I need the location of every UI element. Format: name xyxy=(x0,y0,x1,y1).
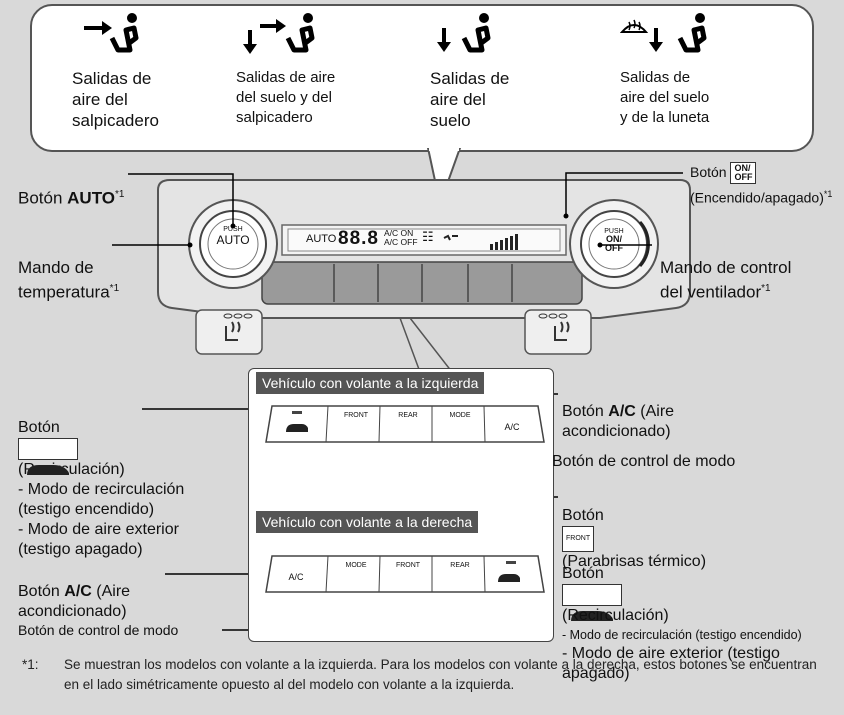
display-mode-icon: ☷ xyxy=(422,229,434,244)
recirculation-callout-left: Botón (Recirculación) - Modo de recircul… xyxy=(18,398,184,580)
ac-callout-left: Botón A/C (Aire acondicionado) xyxy=(18,562,130,622)
left-seat-heater-button[interactable] xyxy=(195,309,263,355)
ac-right-prefix: Botón xyxy=(562,403,609,420)
mode-control-callout-right: Botón de control de modo xyxy=(552,453,736,470)
recirculation-icon xyxy=(18,438,78,475)
mode-dashboard-label: Salidas de aire del salpicadero xyxy=(72,69,159,130)
ac-right-rest: (Aire acondicionado) xyxy=(562,403,675,440)
onoff-callout-suffix: (Encendido/apagado) xyxy=(690,189,824,206)
ac-callout-right: Botón A/C (Aire acondicionado) xyxy=(562,382,674,442)
recirculation-callout-right: Botón (Recirculación) - Modo de recircul… xyxy=(562,544,844,684)
auto-button-face: AUTO xyxy=(216,233,250,247)
temperature-knob[interactable]: PUSH AUTO xyxy=(210,226,256,247)
display-ac-status: A/C ON A/C OFF xyxy=(384,229,418,247)
auto-callout-sup: *1 xyxy=(115,189,125,200)
rhd-rear-defrost-button[interactable]: REAR xyxy=(450,562,470,569)
mode-floor: Salidas de aire del suelo xyxy=(430,8,610,131)
ac-left-prefix: Botón xyxy=(18,583,65,600)
knob-push-text: PUSH xyxy=(223,226,243,233)
temp-callout-sup: *1 xyxy=(109,283,120,294)
auto-callout-prefix: Botón xyxy=(18,188,68,208)
recirc-callout-desc: (Recirculación) - Modo de recirculación … xyxy=(18,461,185,558)
ac-left-rest: (Aire acondicionado) xyxy=(18,583,131,620)
mode-dashboard: Salidas de aire del salpicadero xyxy=(72,8,252,131)
onoff-callout-sup: *1 xyxy=(823,189,833,200)
onoff-icon: ON/ OFF xyxy=(730,162,757,185)
recirc-callout-prefix: Botón xyxy=(18,419,60,436)
recirc2-line1: - Modo de recirculación (testigo encendi… xyxy=(562,628,802,642)
knob-push-text-right: PUSH xyxy=(604,228,624,235)
front-callout-suffix: (Parabrisas térmico) xyxy=(562,553,707,570)
floor-defrost-vents-icon xyxy=(619,13,707,53)
right-seat-heater-button[interactable] xyxy=(524,309,592,355)
mode-floor-dashboard: Salidas de aire del suelo y del salpicad… xyxy=(236,8,416,128)
mode-floor-dashboard-label: Salidas de aire del suelo y del salpicad… xyxy=(236,69,336,126)
climate-control-unit xyxy=(157,179,691,355)
fan-knob-callout: Mando de control del ventilador*1 xyxy=(660,236,791,303)
display-ac-off: A/C OFF xyxy=(384,237,418,247)
bubble-pointer xyxy=(426,148,462,206)
lhd-ac-button[interactable]: A/C xyxy=(504,422,520,432)
temperature-knob-callout: Mando de temperatura*1 xyxy=(18,236,119,303)
footnote-marker: *1: xyxy=(22,657,39,672)
front-defrost-icon: FRONT xyxy=(562,526,595,552)
floor-vents-icon xyxy=(437,13,491,53)
dashboard-vents-icon xyxy=(84,13,139,53)
lhd-rear-defrost-button[interactable]: REAR xyxy=(398,412,418,419)
lhd-tag: Vehículo con volante a la izquierda xyxy=(256,372,485,394)
display-ac-on: A/C ON xyxy=(384,228,414,238)
onoff-button-face: ON/ OFF xyxy=(605,234,623,253)
fan-callout-text: Mando de control del ventilador xyxy=(660,258,792,302)
rhd-tag: Vehículo con volante a la derecha xyxy=(256,511,479,533)
front-callout-prefix: Botón xyxy=(562,507,604,524)
rhd-mode-button[interactable]: MODE xyxy=(345,562,367,569)
rhd-ac-button[interactable]: A/C xyxy=(288,572,304,582)
mode-control-callout-left: Botón de control de modo xyxy=(18,622,179,638)
onoff-callout-prefix: Botón xyxy=(690,164,731,180)
fan-control-knob[interactable]: PUSH ON/ OFF xyxy=(590,228,638,253)
floor-dashboard-vents-icon xyxy=(243,13,315,54)
mode-floor-defrost-label: Salidas de aire del suelo y de la luneta xyxy=(620,69,710,126)
lhd-button-strip xyxy=(265,405,545,443)
mode-floor-label: Salidas de aire del suelo xyxy=(430,69,510,130)
ac-right-bold: A/C xyxy=(608,403,636,420)
lhd-front-defrost-button[interactable]: FRONT xyxy=(343,412,369,419)
mode-floor-defrost: Salidas de aire del suelo y de la luneta xyxy=(619,8,800,128)
recirculation-icon-2 xyxy=(562,584,622,621)
ac-left-bold: A/C xyxy=(64,583,92,600)
fan-callout-sup: *1 xyxy=(761,283,771,294)
recirc2-prefix: Botón xyxy=(562,565,604,582)
recirc2-line2: - Modo de aire exterior (testigo apagado… xyxy=(562,645,780,682)
auto-callout-bold: AUTO xyxy=(67,188,116,208)
display-temperature: 88.8 xyxy=(338,228,379,249)
vent-mode-bubble xyxy=(30,4,814,152)
recirc2-suffix: (Recirculación) xyxy=(562,607,669,624)
rhd-front-defrost-button[interactable]: FRONT xyxy=(395,562,421,569)
rhd-button-strip xyxy=(265,555,545,593)
footnote-text: Se muestran los modelos con volante a la… xyxy=(64,657,817,692)
temp-callout-text: Mando de temperatura xyxy=(18,258,110,302)
auto-button-callout: Botón AUTO*1 xyxy=(18,163,124,209)
lhd-mode-button[interactable]: MODE xyxy=(449,412,471,419)
display-auto: AUTO xyxy=(306,233,337,245)
front-defrost-callout: Botón FRONT (Parabrisas térmico) xyxy=(562,486,706,572)
onoff-button-callout: Botón ON/ OFF (Encendido/apagado)*1 xyxy=(690,162,832,208)
